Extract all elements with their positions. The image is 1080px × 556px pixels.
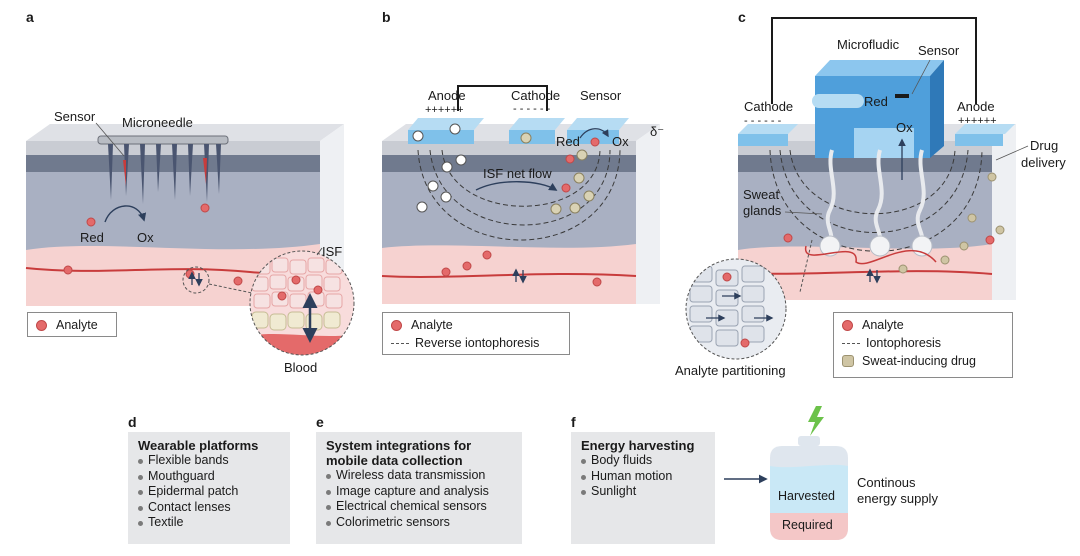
panel-f-label: f [571,414,576,430]
list-item: Body fluids [581,453,707,469]
panel-c-partitioning-label: Analyte partitioning [675,363,786,378]
panel-f-box: Energy harvesting Body fluids Human moti… [571,432,715,544]
legend-sweat-drug: Sweat-inducing drug [862,354,976,368]
panel-a-updown-arrows [188,271,203,287]
analyte-dot-icon [36,319,47,331]
panel-c-drug-particles [898,172,1005,274]
panel-c-capillary-loop [805,245,937,265]
panel-e-label: e [316,414,324,430]
panel-b-isf-flow-label: ISF net flow [483,166,552,181]
panel-b-red-label: Red [556,134,580,149]
panel-c-sweat-glands-line2: glands [743,203,782,218]
panel-a-blood-label: Blood [284,360,317,375]
list-item: Contact lenses [138,500,282,516]
panel-a-red-label: Red [80,230,104,245]
list-item: Sunlight [581,484,707,500]
list-item: Wireless data transmission [326,468,514,484]
drug-particle-icon [842,355,854,367]
analyte-dot-icon [842,319,853,331]
panel-b-redox-arrow [579,128,609,139]
panel-b-skin [381,124,660,304]
sweat-gland-coils [819,235,933,257]
panel-c-legend: Analyte Iontophoresis Sweat-inducing dru… [833,312,1013,378]
panel-f-title: Energy harvesting [581,438,695,453]
panel-d-label: d [128,414,137,430]
microneedle-patch [97,135,229,204]
battery-harvested-label: Harvested [778,489,835,503]
lightning-bolt-icon [808,406,824,436]
panel-c-cathode-label: Cathode [744,99,793,114]
panel-a-skin [25,124,344,312]
panel-a-microneedle-label: Microneedle [122,115,193,130]
panel-b-legend: Analyte Reverse iontophoresis [382,312,570,355]
legend-analyte: Analyte [411,318,453,332]
list-item: Electrical chemical sensors [326,499,514,515]
panel-c-drug-delivery-line2: delivery [1021,155,1066,170]
panel-c-anode-sign: ++++++ [958,115,997,127]
panel-c-partition-magnifier [685,258,787,360]
panel-c-red-label: Red [864,94,888,109]
panel-e-title: System integrations for mobile data coll… [326,438,472,468]
legend-reverse-iontophoresis: Reverse iontophoresis [415,336,540,350]
panel-c-sensor-label: Sensor [918,43,960,58]
panel-c-analyte-dots [783,233,995,245]
analyte-dot-icon [391,319,402,331]
panel-b-iontophoresis-arcs [417,149,621,241]
panel-b-delta-label: δ⁻ [650,124,664,139]
panel-c-device [738,17,1015,158]
panel-b-updown-arrows [512,268,527,284]
panel-a-zoom-origin [182,266,210,294]
panel-b-isf-flow-arrow [475,181,558,191]
list-item: Image capture and analysis [326,484,514,500]
panel-c-cathode-sign: - - - - - - [744,115,782,127]
panel-a-redox-arrow [104,205,147,223]
supply-line1: Continous [857,475,916,490]
panel-b-cathode-label: Cathode [511,88,560,103]
dashed-line-icon [391,342,409,344]
battery-required-label: Required [782,518,833,532]
list-item: Epidermal patch [138,484,282,500]
panel-c-arrows [866,138,906,284]
panel-a-isf-label: ISF [322,244,342,259]
panel-b-anode-label: Anode [428,88,466,103]
supply-line2: energy supply [857,491,938,506]
list-item: Human motion [581,469,707,485]
panel-c-anode-label: Anode [957,99,995,114]
legend-analyte: Analyte [56,318,98,332]
list-item: Textile [138,515,282,531]
panel-c-microfludic-label: Microfludic [837,37,900,52]
panel-b-analyte-dots [441,137,602,287]
panel-e-box: System integrations for mobile data coll… [316,432,522,544]
list-item: Flexible bands [138,453,282,469]
list-item: Mouthguard [138,469,282,485]
panel-c-label: c [738,9,746,25]
panel-b-cathode-sign: - - - - - - [513,103,551,115]
panel-c-ox-label: Ox [896,120,913,135]
panel-a-legend: Analyte [27,312,117,337]
panel-d-title: Wearable platforms [138,438,259,453]
legend-iontophoresis: Iontophoresis [866,336,942,350]
panel-d-box: Wearable platforms Flexible bands Mouthg… [128,432,290,544]
panel-a-sensor-label: Sensor [54,109,96,124]
panel-b-ions [412,123,595,215]
panel-b-anode-sign: ++++++ [425,104,464,116]
panel-b-sensor-label: Sensor [580,88,622,103]
panel-b-label: b [382,9,391,25]
battery-graphic [770,406,848,540]
panel-b-electrodes [408,85,629,144]
panel-c-drug-delivery-line1: Drug [1030,138,1058,153]
panel-c-sweat-glands-line1: Sweat [743,187,780,202]
dashed-line-icon [842,342,860,344]
panel-a-label: a [26,9,34,25]
panel-b-ox-label: Ox [612,134,629,149]
panel-a-ox-label: Ox [137,230,154,245]
legend-analyte: Analyte [862,318,904,332]
list-item: Colorimetric sensors [326,515,514,531]
